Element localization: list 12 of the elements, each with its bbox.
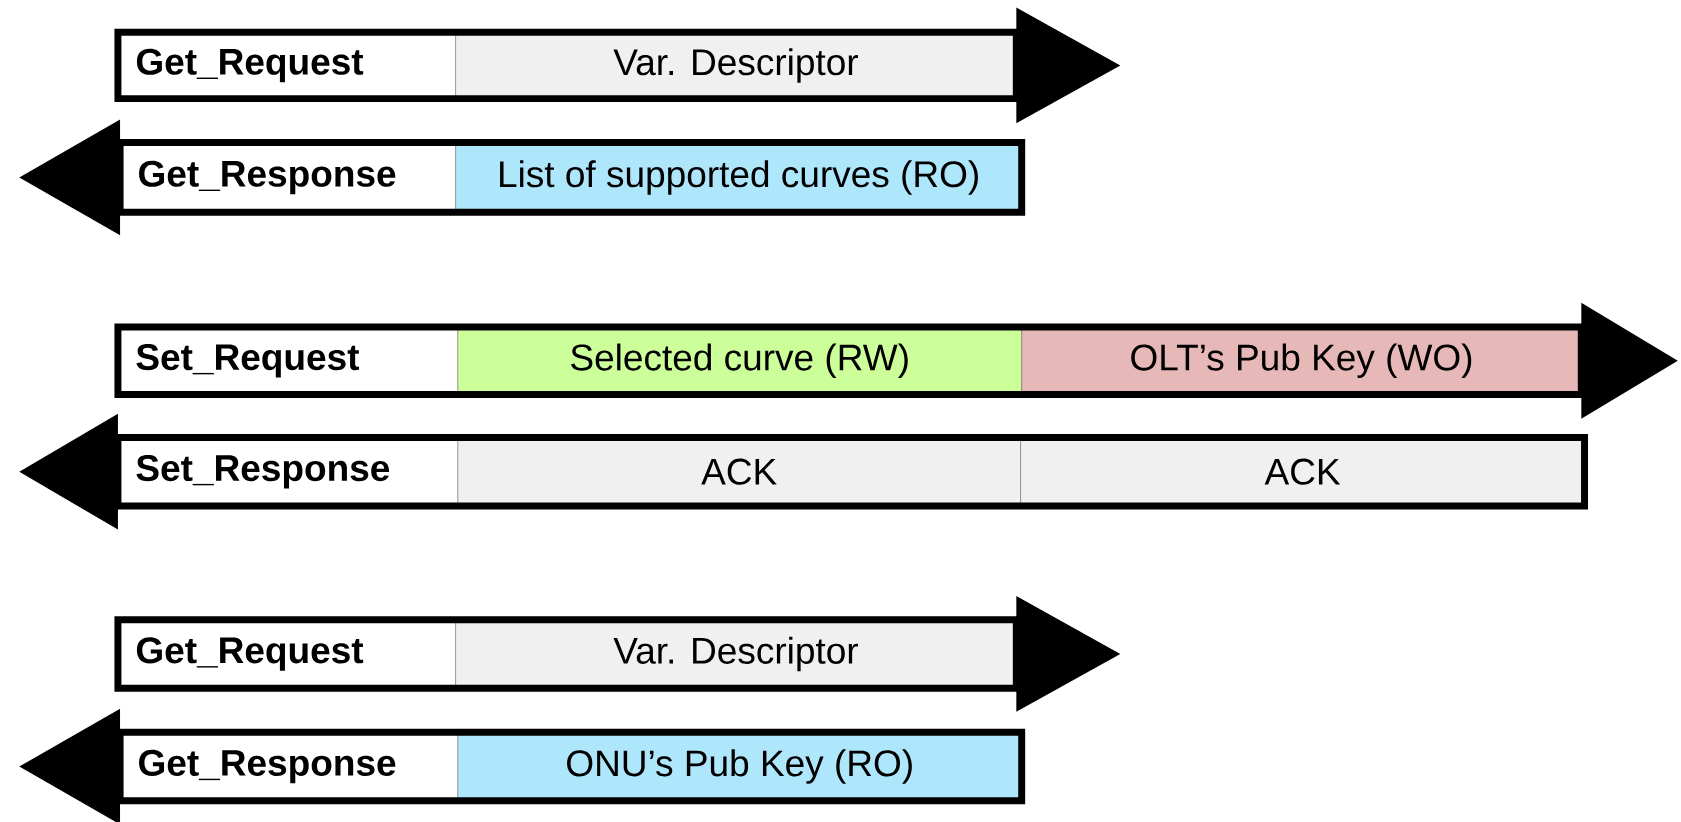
field-cell: OLT’s Pub Key (WO) <box>1021 326 1582 395</box>
field-cell: Var. Descriptor <box>455 31 1017 99</box>
message-label: Get_Response <box>120 731 459 801</box>
field-cell: ACK <box>1020 436 1585 507</box>
message-label: Set_Request <box>117 326 459 395</box>
field-cell: ONU’s Pub Key (RO) <box>457 731 1022 801</box>
message-label: Set_Response <box>117 436 459 507</box>
field-cell: ACK <box>457 436 1021 507</box>
field-cell: List of supported curves (RO) <box>455 142 1022 213</box>
message-label: Get_Response <box>120 142 457 213</box>
field-cell: Selected curve (RW) <box>457 326 1022 395</box>
message-label: Get_Request <box>117 31 457 99</box>
